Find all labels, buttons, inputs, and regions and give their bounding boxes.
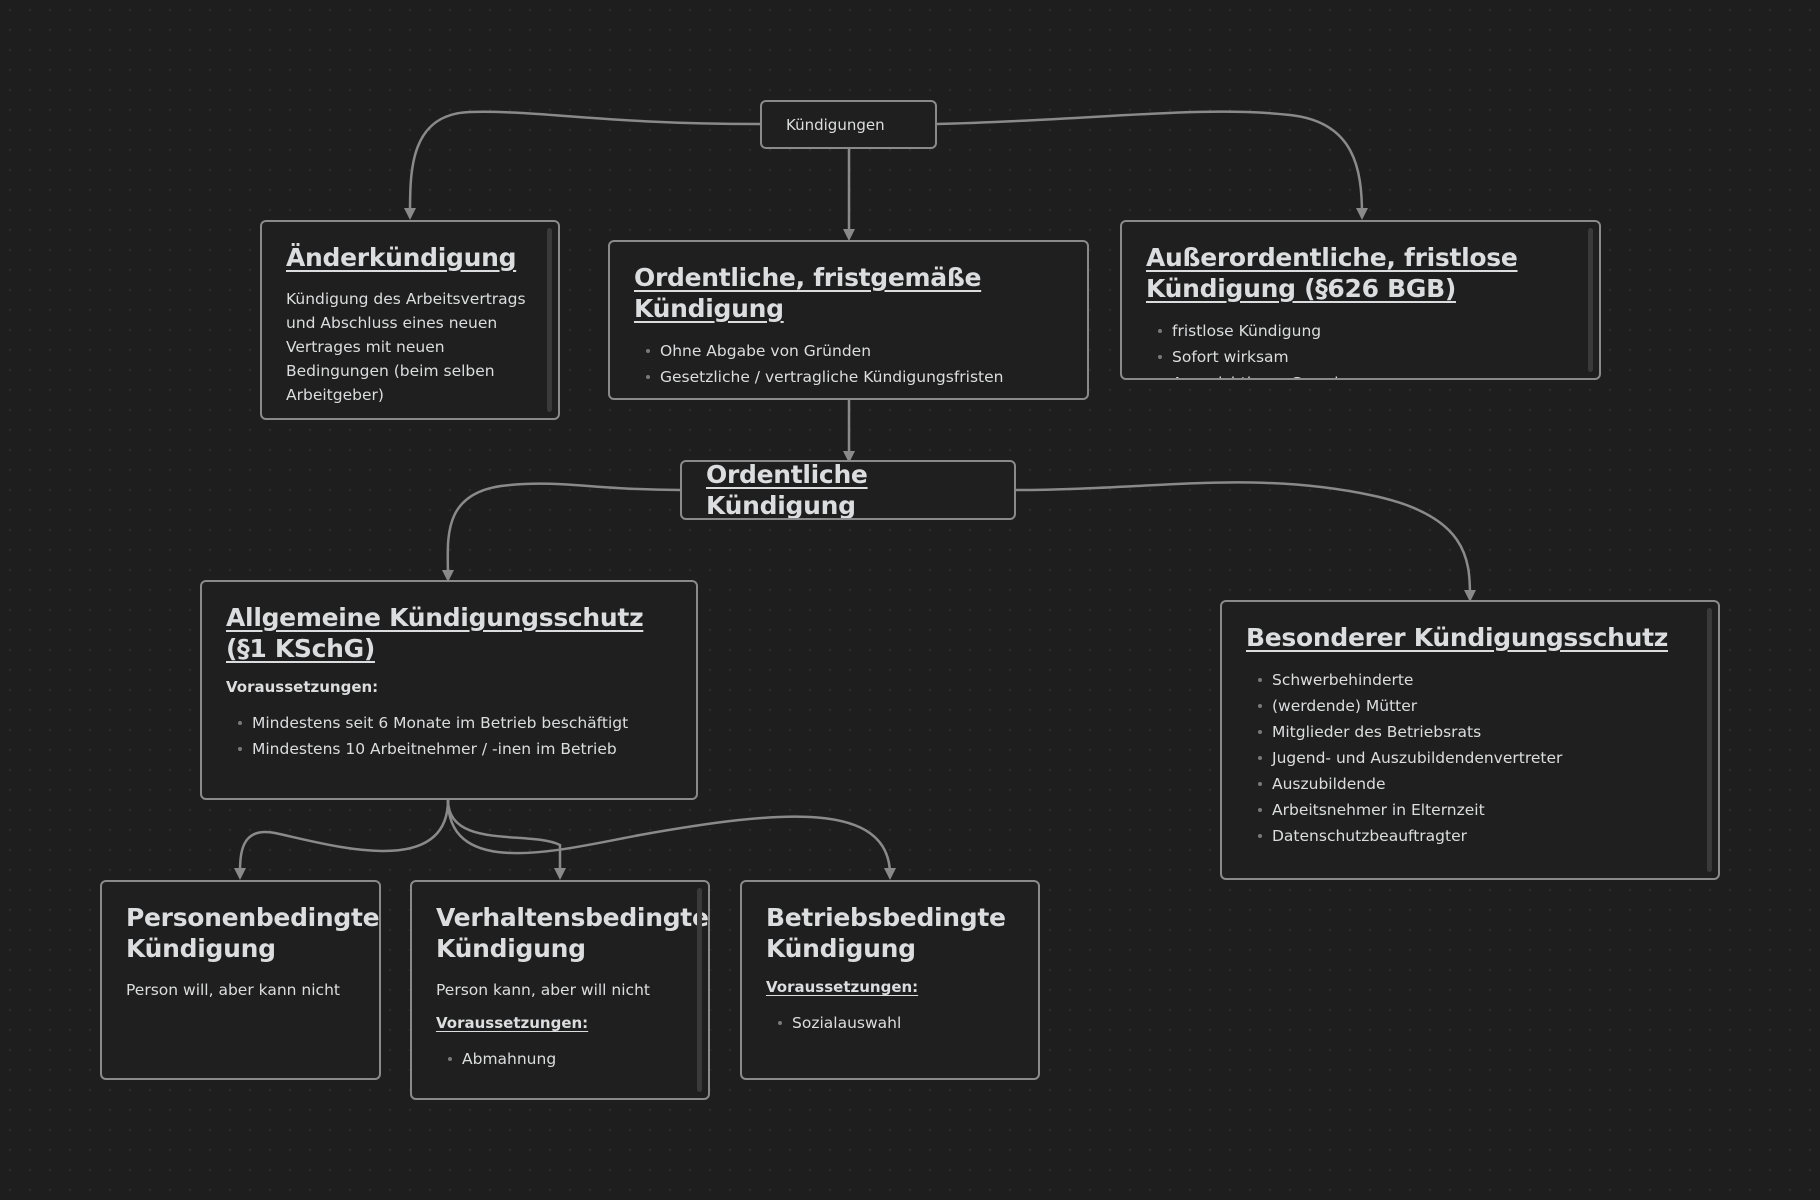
list-item: Gesetzliche / vertragliche Kündigungsfri… xyxy=(646,364,1063,390)
list-item: Jugend- und Auszubildendenvertreter xyxy=(1258,745,1694,771)
edge-allgemein-to-verhalten xyxy=(446,799,562,875)
list-item: Schwerbehinderte xyxy=(1258,667,1694,693)
edge-root-to-aenderung xyxy=(408,110,761,216)
node-besonderer-kuendigungsschutz-title[interactable]: Besonderer Kündigungsschutz xyxy=(1246,623,1668,652)
list-item: fristlose Kündigung xyxy=(1158,318,1575,344)
node-verhaltensbedingte-kuendigung[interactable]: Verhaltensbedingte Kündigung Person kann… xyxy=(410,880,710,1100)
list-item: Auszubildende xyxy=(1258,771,1694,797)
node-verhaltensbedingte-kuendigung-text: Person kann, aber will nicht xyxy=(436,981,650,999)
node-personenbedingte-kuendigung-text: Person will, aber kann nicht xyxy=(126,981,340,999)
list-item: Datenschutzbeauftragter xyxy=(1258,823,1694,849)
node-allgemeiner-kuendigungsschutz[interactable]: Allgemeine Kündigungsschutz (§1 KSchG) V… xyxy=(200,580,698,800)
edge-ordentlich-to-besonders xyxy=(1015,481,1472,598)
list-item: Mitglieder des Betriebsrats xyxy=(1258,719,1694,745)
arrow-betrieb xyxy=(884,868,896,880)
list-item: Aus wichtigem Grund xyxy=(1158,370,1575,378)
node-verhaltensbedingte-kuendigung-title[interactable]: Verhaltensbedingte Kündigung xyxy=(436,903,709,963)
edge-root-to-ausserordentlich xyxy=(936,110,1364,216)
node-betriebsbedingte-kuendigung[interactable]: Betriebsbedingte Kündigung Voraussetzung… xyxy=(740,880,1040,1080)
list-item: Sofort wirksam xyxy=(1158,344,1575,370)
node-verhaltensbedingte-kuendigung-subhead: Voraussetzungen: xyxy=(436,1014,589,1032)
node-besonderer-kuendigungsschutz-list: Schwerbehinderte (werdende) Mütter Mitgl… xyxy=(1246,667,1694,849)
list-item: Mindestens seit 6 Monate im Betrieb besc… xyxy=(238,710,672,736)
node-personenbedingte-kuendigung[interactable]: Personenbedingte Kündigung Person will, … xyxy=(100,880,381,1080)
node-aenderkuendigung-title[interactable]: Änderkündigung xyxy=(286,243,517,272)
node-verhaltensbedingte-kuendigung-list: Abmahnung xyxy=(436,1046,684,1072)
node-ordentliche-fristgemaesse[interactable]: Ordentliche, fristgemäße Kündigung Ohne … xyxy=(608,240,1089,400)
list-item: Ohne Abgabe von Gründen xyxy=(646,338,1063,364)
node-kuendigungen-label: Kündigungen xyxy=(786,115,885,134)
list-item: Abmahnung xyxy=(448,1046,684,1072)
node-ausserordentliche-title[interactable]: Außerordentliche, fristlose Kündigung (§… xyxy=(1146,243,1518,303)
edge-allgemein-to-betrieb xyxy=(446,799,892,876)
arrow-ausserordentlich xyxy=(1356,208,1368,220)
arrow-person xyxy=(234,868,246,880)
node-aenderkuendigung-text: Kündigung des Arbeitsvertrags und Abschl… xyxy=(286,290,526,404)
node-kuendigungen[interactable]: Kündigungen xyxy=(760,100,937,149)
node-betriebsbedingte-kuendigung-subhead: Voraussetzungen: xyxy=(766,978,919,996)
node-allgemeiner-kuendigungsschutz-title[interactable]: Allgemeine Kündigungsschutz (§1 KSchG) xyxy=(226,603,644,663)
arrow-aenderung xyxy=(404,208,416,220)
node-betriebsbedingte-kuendigung-list: Sozialauswahl xyxy=(766,1010,1014,1036)
edge-allgemein-to-person xyxy=(238,799,450,876)
node-ordentliche-fristgemaesse-list: Ohne Abgabe von Gründen Gesetzliche / ve… xyxy=(634,338,1063,390)
edge-ordentlich-to-allgemein xyxy=(446,482,681,578)
node-ordentliche-fristgemaesse-title[interactable]: Ordentliche, fristgemäße Kündigung xyxy=(634,263,982,323)
node-ordentliche-kuendigung-title[interactable]: Ordentliche Kündigung xyxy=(706,460,868,520)
node-ausserordentliche[interactable]: Außerordentliche, fristlose Kündigung (§… xyxy=(1120,220,1601,380)
node-allgemeiner-kuendigungsschutz-subhead: Voraussetzungen: xyxy=(226,678,379,696)
node-ausserordentliche-list: fristlose Kündigung Sofort wirksam Aus w… xyxy=(1146,318,1575,378)
node-allgemeiner-kuendigungsschutz-list: Mindestens seit 6 Monate im Betrieb besc… xyxy=(226,710,672,762)
node-personenbedingte-kuendigung-title[interactable]: Personenbedingte Kündigung xyxy=(126,903,380,963)
list-item: Arbeitsnehmer in Elternzeit xyxy=(1258,797,1694,823)
list-item: (werdende) Mütter xyxy=(1258,693,1694,719)
node-betriebsbedingte-kuendigung-title[interactable]: Betriebsbedingte Kündigung xyxy=(766,903,1006,963)
node-besonderer-kuendigungsschutz[interactable]: Besonderer Kündigungsschutz Schwerbehind… xyxy=(1220,600,1720,880)
list-item: Sozialauswahl xyxy=(778,1010,1014,1036)
arrow-verhalten xyxy=(554,868,566,880)
node-aenderkuendigung[interactable]: Änderkündigung Kündigung des Arbeitsvert… xyxy=(260,220,560,420)
list-item: Mindestens 10 Arbeitnehmer / -inen im Be… xyxy=(238,736,672,762)
node-ordentliche-kuendigung[interactable]: Ordentliche Kündigung xyxy=(680,460,1016,520)
